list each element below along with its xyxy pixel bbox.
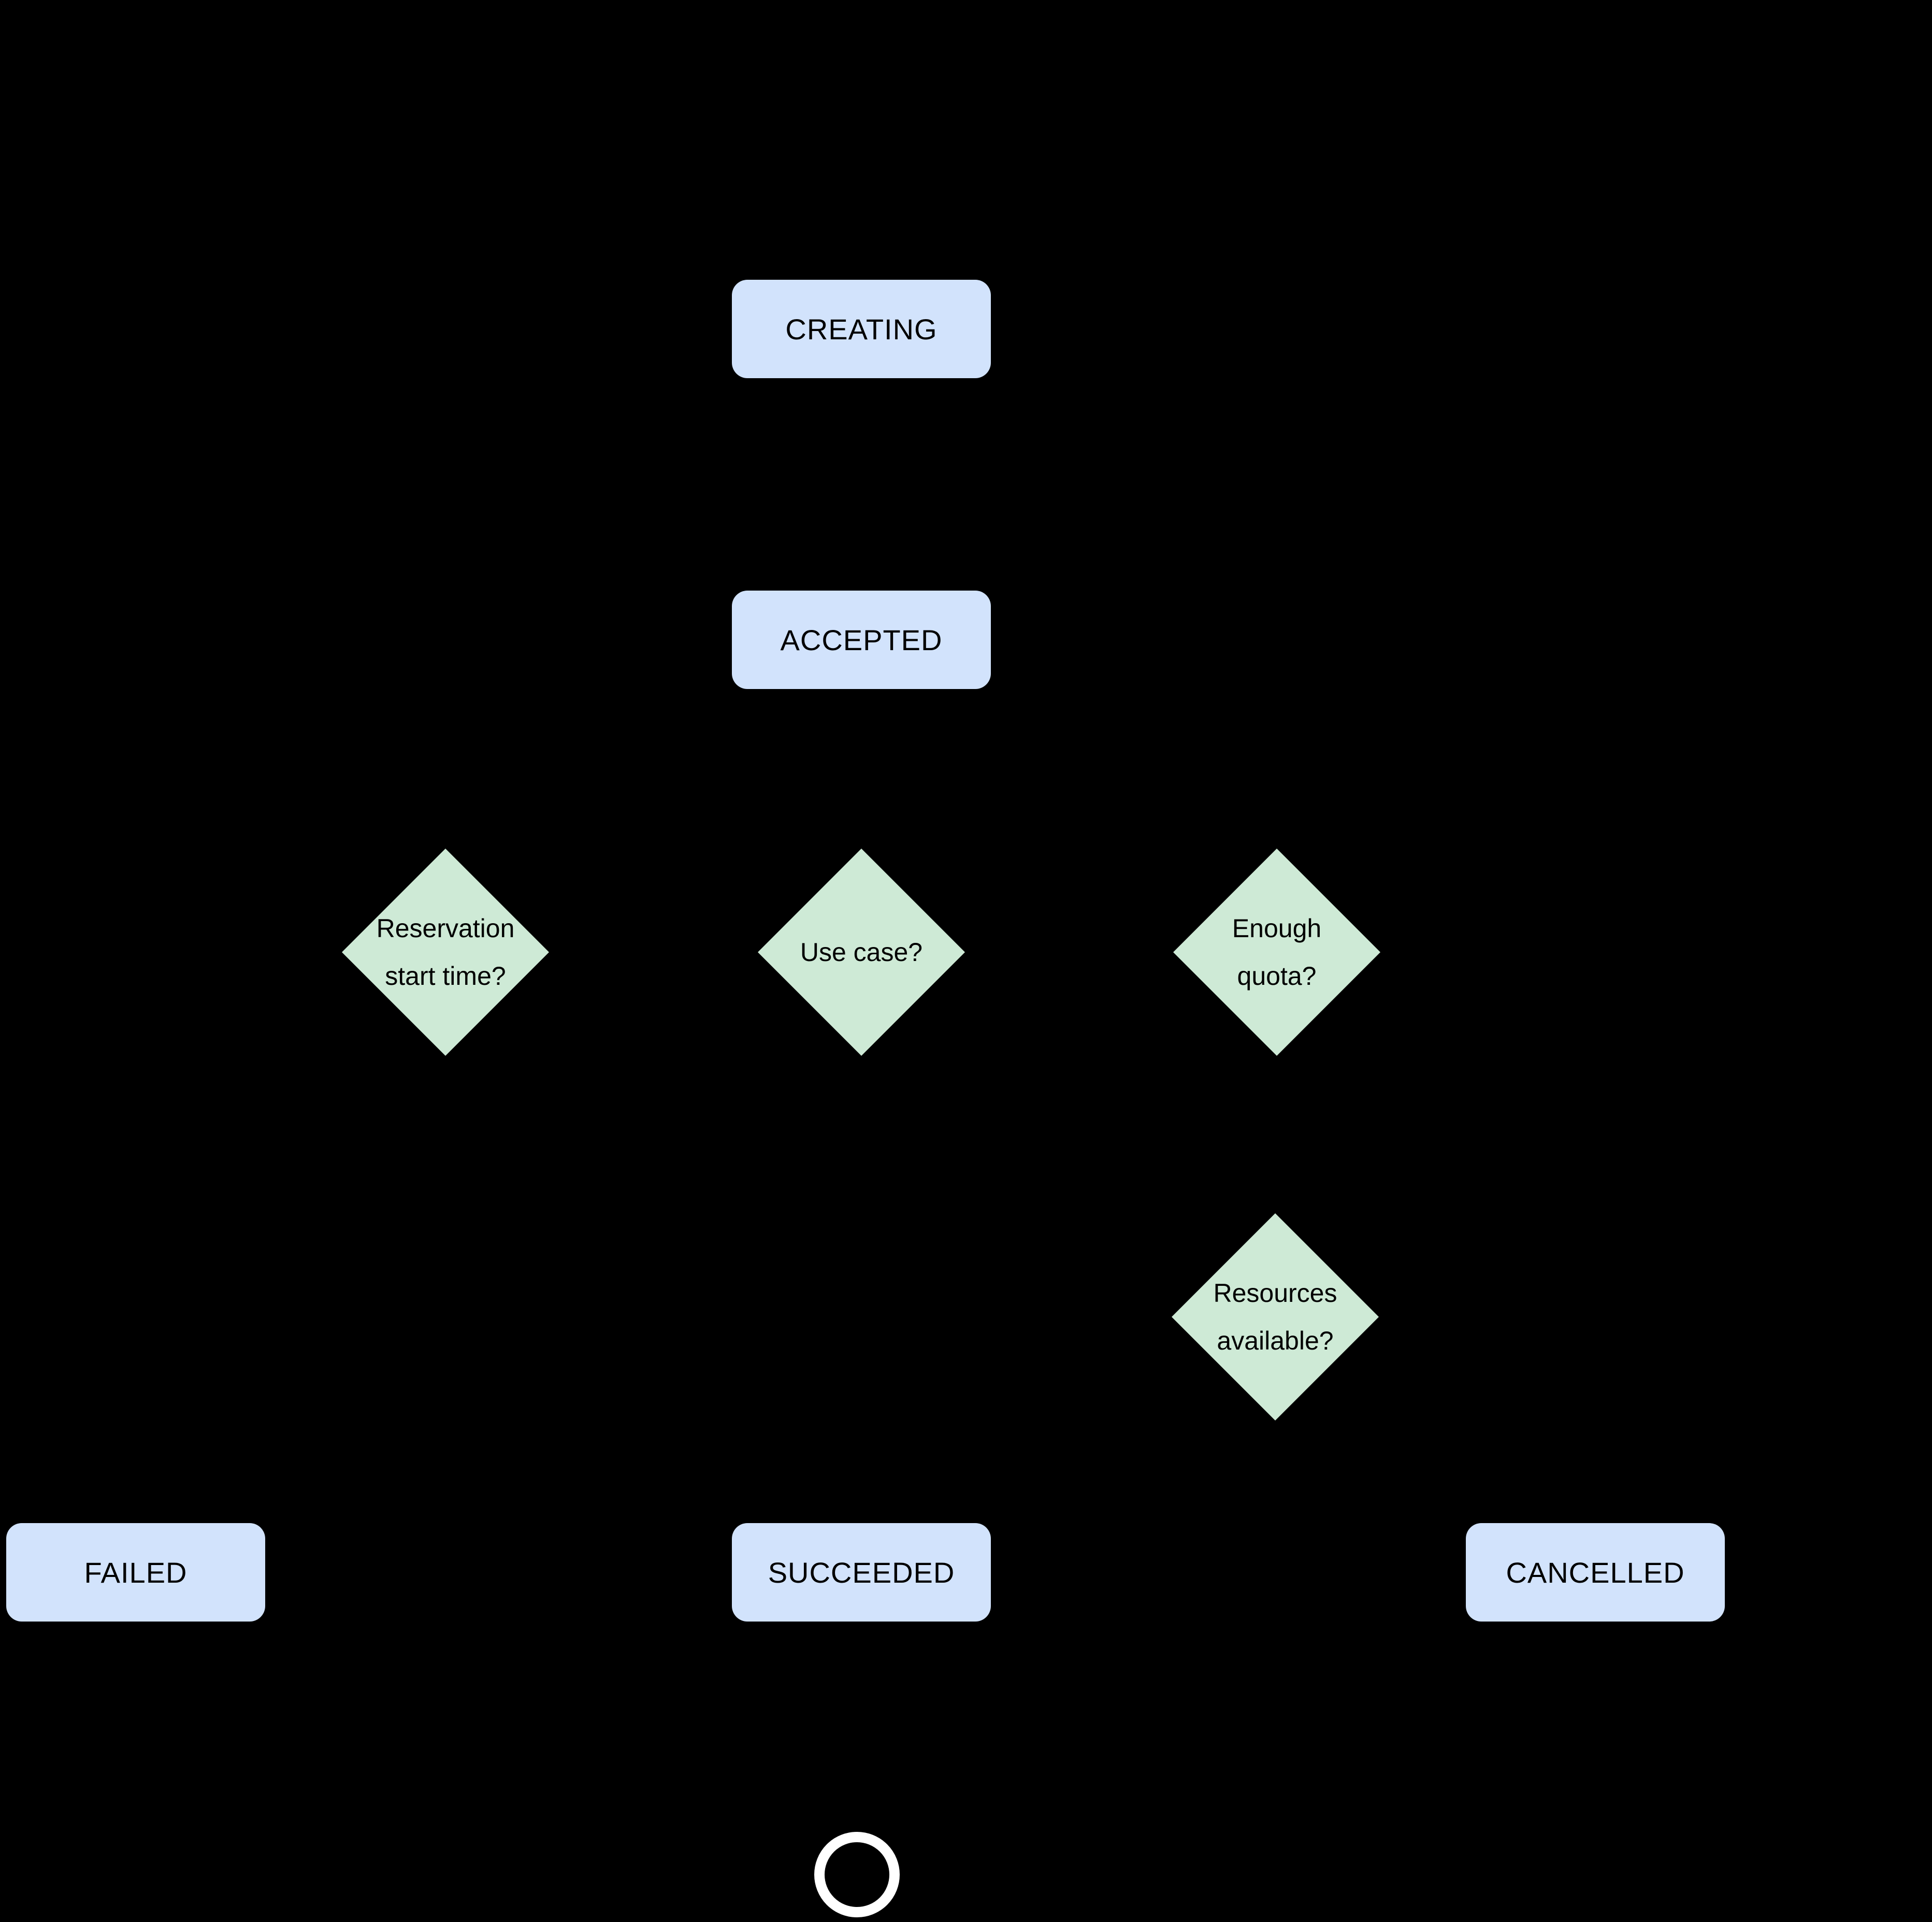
decision-node-reservation-start-time: Reservation start time? — [342, 849, 549, 1056]
decision-label-resources-available: Resources available? — [1213, 1279, 1337, 1355]
state-label-accepted: ACCEPTED — [780, 623, 943, 656]
decision-label-reservation-start-time: Reservation start time? — [376, 914, 515, 991]
state-node-creating: CREATING — [732, 280, 991, 378]
decision-label-enough-quota: Enough quota? — [1232, 914, 1322, 991]
decision-node-use-case: Use case? — [758, 849, 965, 1056]
decision-label-use-case: Use case? — [800, 938, 923, 967]
state-label-failed: FAILED — [84, 1556, 188, 1589]
state-node-cancelled: CANCELLED — [1466, 1523, 1725, 1622]
state-label-creating: CREATING — [785, 312, 938, 346]
state-label-cancelled: CANCELLED — [1506, 1556, 1685, 1589]
state-node-accepted: ACCEPTED — [732, 591, 991, 689]
decision-node-enough-quota: Enough quota? — [1173, 849, 1380, 1056]
state-node-succeeded: SUCCEEDED — [732, 1523, 991, 1622]
state-node-failed: FAILED — [6, 1523, 265, 1622]
final-state-icon — [814, 1832, 900, 1917]
decision-node-resources-available: Resources available? — [1172, 1213, 1379, 1421]
state-label-succeeded: SUCCEEDED — [768, 1556, 955, 1589]
